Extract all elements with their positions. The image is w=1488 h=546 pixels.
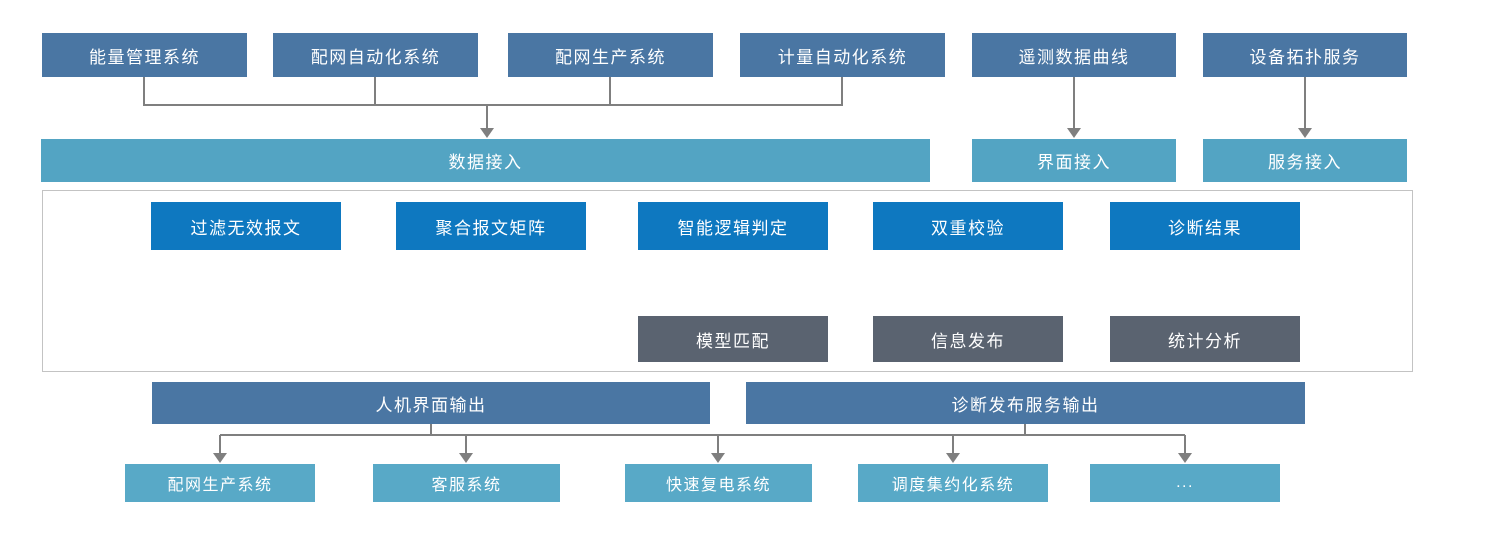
arrowhead-target3	[711, 453, 725, 463]
source-box-distribution-automation: 配网自动化系统	[273, 33, 478, 77]
arrowhead-target2	[459, 453, 473, 463]
process-box-aggregate-message-matrix: 聚合报文矩阵	[396, 202, 586, 250]
process-box-intelligent-logic-judgment: 智能逻辑判定	[638, 202, 828, 250]
target-box-rapid-power-restoration: 快速复电系统	[625, 464, 812, 502]
process-box-filter-invalid-messages: 过滤无效报文	[151, 202, 341, 250]
output-bar-diagnosis-publish-service: 诊断发布服务输出	[746, 382, 1305, 424]
result-box-model-matching: 模型匹配	[638, 316, 828, 362]
process-box-diagnosis-result: 诊断结果	[1110, 202, 1300, 250]
arrowhead-data-access	[480, 128, 494, 138]
data-access-bar: 数据接入	[41, 139, 930, 182]
target-box-ellipsis: ...	[1090, 464, 1280, 502]
source-box-device-topology-service: 设备拓扑服务	[1203, 33, 1407, 77]
process-box-double-verification: 双重校验	[873, 202, 1063, 250]
result-box-info-publish: 信息发布	[873, 316, 1063, 362]
source-box-distribution-production: 配网生产系统	[508, 33, 713, 77]
ui-access-bar: 界面接入	[972, 139, 1176, 182]
source-box-energy-management: 能量管理系统	[42, 33, 247, 77]
arrowhead-target5	[1178, 453, 1192, 463]
arrowhead-target1	[213, 453, 227, 463]
arrowhead-service-access	[1298, 128, 1312, 138]
result-box-statistical-analysis: 统计分析	[1110, 316, 1300, 362]
source-box-telemetry-data-curve: 遥测数据曲线	[972, 33, 1176, 77]
target-box-customer-service: 客服系统	[373, 464, 560, 502]
arrowhead-ui-access	[1067, 128, 1081, 138]
target-box-distribution-production: 配网生产系统	[125, 464, 315, 502]
source-box-metering-automation: 计量自动化系统	[740, 33, 945, 77]
arrowhead-target4	[946, 453, 960, 463]
output-bar-hmi: 人机界面输出	[152, 382, 710, 424]
service-access-bar: 服务接入	[1203, 139, 1407, 182]
target-box-dispatch-intensification: 调度集约化系统	[858, 464, 1048, 502]
